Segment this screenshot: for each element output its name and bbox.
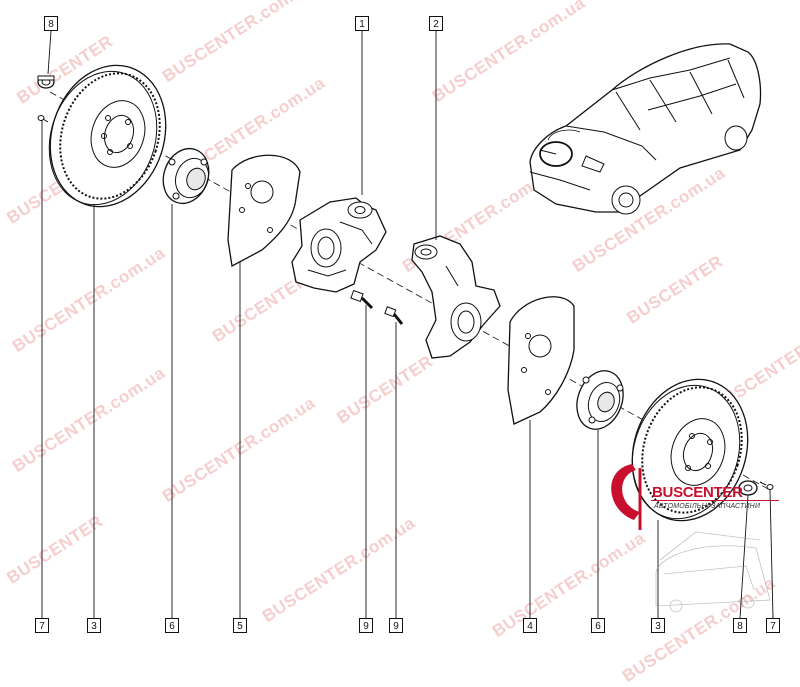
wheel-hub-left-part-6 xyxy=(162,147,210,205)
callout-part-6: 6 xyxy=(165,618,179,633)
callout-part-2: 2 xyxy=(429,16,443,31)
brake-disc-right-part-3 xyxy=(631,378,749,522)
callout-part-8: 8 xyxy=(44,16,58,31)
bolt-left-part-7 xyxy=(37,115,49,123)
logo-tagline: АВТОМОБІЛЬНІ ЗАПЧАСТИНИ xyxy=(654,503,761,510)
bolt-right-part-9 xyxy=(384,306,404,325)
callout-part-7: 7 xyxy=(35,618,49,633)
bolt-right-part-7 xyxy=(759,481,774,490)
logo-brand-name: BUSCENTER xyxy=(652,484,743,501)
exploded-parts-diagram: BUSCENTER.com.ua BUSCENTER.com.ua BUSCEN… xyxy=(3,0,800,686)
steering-knuckle-left-part-1 xyxy=(291,197,387,293)
buscenter-logo xyxy=(611,464,779,613)
wheel-hub-right-part-6 xyxy=(576,370,624,430)
callout-part-9: 9 xyxy=(389,618,403,633)
car-locator-illustration xyxy=(529,43,762,215)
leader-lines xyxy=(41,30,774,619)
callout-part-8: 8 xyxy=(733,618,747,633)
callout-part-6: 6 xyxy=(591,618,605,633)
parts-drawing xyxy=(37,30,779,619)
brake-disc-left-part-3 xyxy=(48,64,167,208)
dust-shield-right-part-4 xyxy=(507,296,575,425)
callout-part-4: 4 xyxy=(523,618,537,633)
steering-knuckle-right-part-2 xyxy=(411,235,501,359)
bolt-left-part-9 xyxy=(350,289,374,310)
callout-part-9: 9 xyxy=(359,618,373,633)
wheel-nut-left-part-8 xyxy=(37,75,55,89)
callout-part-5: 5 xyxy=(233,618,247,633)
callout-part-3: 3 xyxy=(87,618,101,633)
wheel-nut-right-part-8 xyxy=(738,480,758,496)
callout-part-3: 3 xyxy=(651,618,665,633)
callout-part-7: 7 xyxy=(766,618,780,633)
dust-shield-left-part-5 xyxy=(227,154,301,268)
callout-part-1: 1 xyxy=(355,16,369,31)
